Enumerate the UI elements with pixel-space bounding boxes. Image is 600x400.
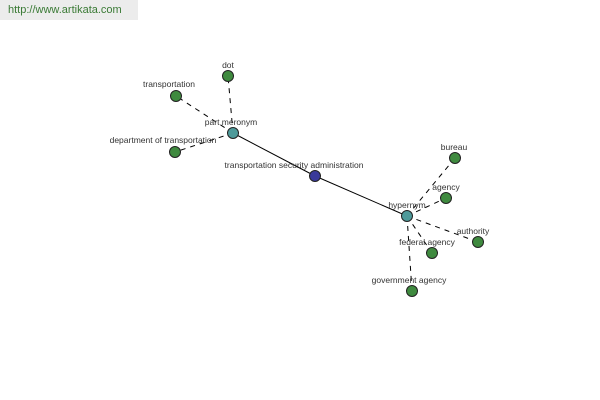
labels-layer: transportation security administration p…: [110, 60, 490, 285]
node-bureau[interactable]: [449, 152, 461, 164]
edge-center-hypernym: [314, 175, 408, 217]
edge-hypernym-federal-agency: [406, 215, 433, 254]
edge-hypernym-government-agency: [406, 215, 413, 292]
label-federal-agency: federal agency: [399, 237, 456, 247]
label-hypernym: hypernym: [388, 200, 425, 210]
watermark-url: http://www.artikata.com: [0, 0, 138, 20]
label-government-agency: government agency: [372, 275, 447, 285]
node-government-agency[interactable]: [406, 285, 418, 297]
node-dot[interactable]: [222, 70, 234, 82]
edge-hypernym-agency: [406, 197, 447, 217]
label-dot: dot: [222, 60, 234, 70]
node-part-meronym[interactable]: [227, 127, 239, 139]
node-department-of-transportation[interactable]: [169, 146, 181, 158]
edge-part-meronym-department-of-transportation: [174, 132, 234, 153]
nodes-layer: [169, 70, 484, 297]
label-part-meronym: part meronym: [205, 117, 257, 127]
label-transportation: transportation: [143, 79, 195, 89]
node-federal-agency[interactable]: [426, 247, 438, 259]
node-transportation[interactable]: [170, 90, 182, 102]
label-department-of-transportation: department of transportation: [110, 135, 217, 145]
node-agency[interactable]: [440, 192, 452, 204]
edges-layer: [174, 75, 479, 292]
node-hypernym[interactable]: [401, 210, 413, 222]
edge-hypernym-authority: [406, 215, 479, 243]
node-authority[interactable]: [472, 236, 484, 248]
edge-center-part-meronym: [232, 132, 316, 177]
label-center: transportation security administration: [225, 160, 364, 170]
label-authority: authority: [457, 226, 490, 236]
label-agency: agency: [432, 182, 460, 192]
label-bureau: bureau: [441, 142, 468, 152]
edge-hypernym-bureau: [406, 157, 456, 217]
edge-part-meronym-transportation: [175, 95, 234, 134]
node-center[interactable]: [309, 170, 321, 182]
